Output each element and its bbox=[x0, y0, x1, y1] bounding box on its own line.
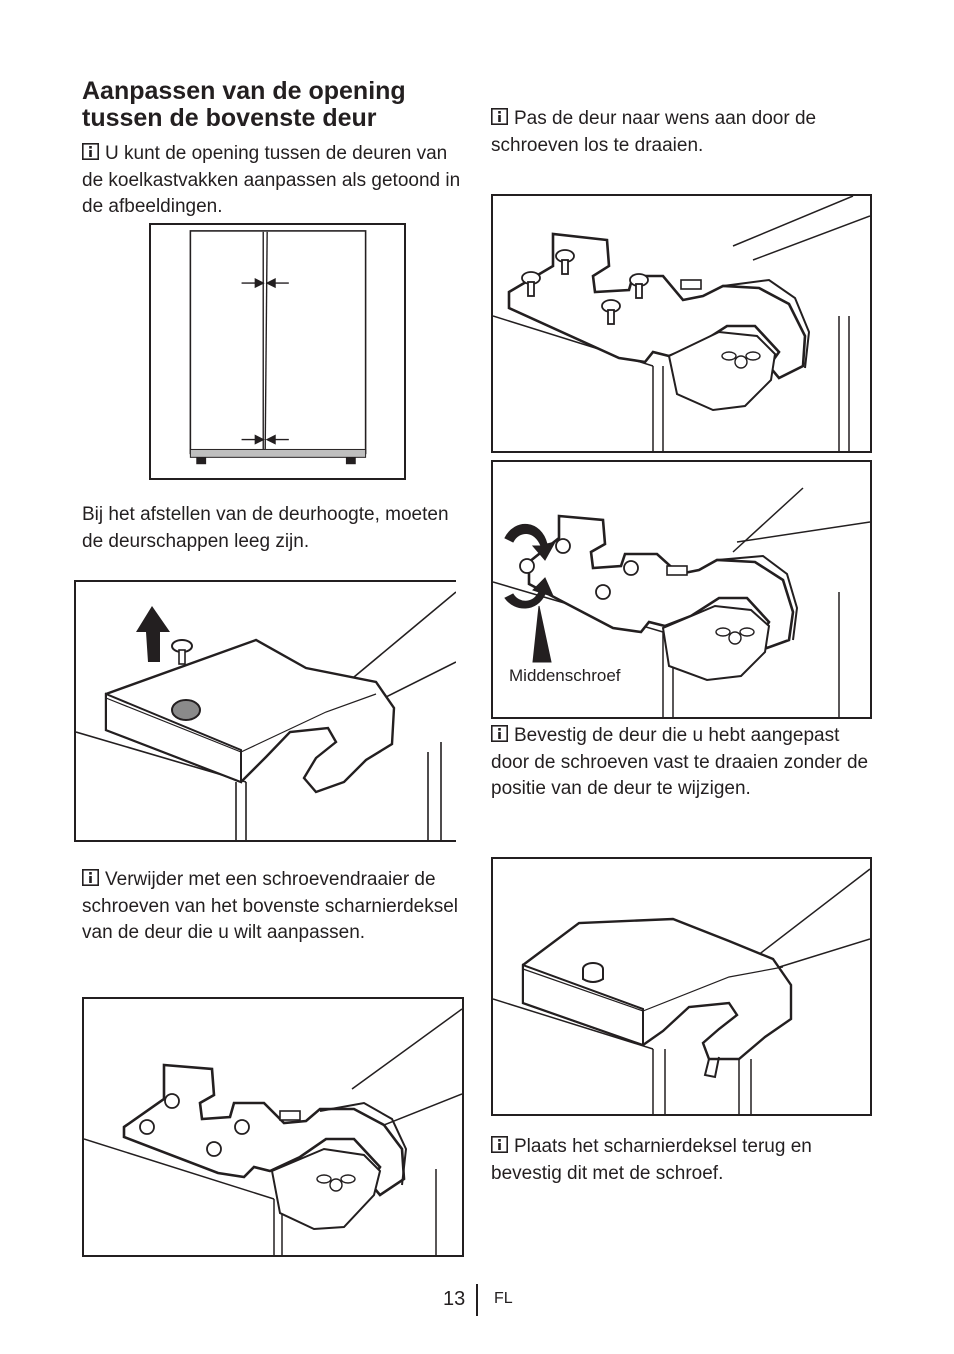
info-icon bbox=[491, 725, 508, 742]
wing-nut-icon bbox=[721, 351, 761, 369]
middle-screw-label: Middenschroef bbox=[507, 666, 623, 686]
middle-screw-illustration bbox=[493, 487, 870, 717]
loosen-screws-figure bbox=[491, 194, 872, 453]
hinge-plate-figure bbox=[82, 997, 464, 1257]
remove-screws-text: Verwijder met een schroevendraaier de sc… bbox=[82, 869, 459, 943]
info-icon bbox=[491, 1136, 508, 1153]
rotate-arrows-icon bbox=[504, 523, 556, 663]
adjust-text: Pas de deur naar wens aan door de schroe… bbox=[491, 108, 817, 156]
arrow-up-icon bbox=[136, 606, 170, 662]
replace-cover-illustration bbox=[493, 868, 870, 1114]
screw-icon bbox=[171, 639, 193, 665]
hinge-cover-figure bbox=[74, 580, 457, 842]
screw-icon bbox=[139, 1093, 250, 1157]
screw-icon bbox=[521, 249, 649, 325]
info-icon bbox=[82, 143, 99, 160]
replace-cover-text: Plaats het scharnierdeksel terug en beve… bbox=[491, 1136, 812, 1184]
info-icon bbox=[491, 108, 508, 125]
info-icon bbox=[82, 869, 99, 886]
page-number: 13 bbox=[443, 1288, 466, 1310]
adjust-paragraph: Pas de deur naar wens aan door de schroe… bbox=[491, 106, 871, 159]
footer-divider bbox=[476, 1284, 478, 1316]
fridge-illustration bbox=[189, 230, 367, 465]
replace-cover-paragraph: Plaats het scharnierdeksel terug en beve… bbox=[491, 1134, 873, 1187]
hinge-plate-illustration bbox=[84, 1008, 462, 1255]
intro-paragraph: U kunt de opening tussen de deuren van d… bbox=[82, 141, 462, 221]
fix-door-paragraph: Bevestig de deur die u hebt aangepast do… bbox=[491, 723, 873, 803]
wing-nut-icon bbox=[715, 627, 755, 645]
fix-door-text: Bevestig de deur die u hebt aangepast do… bbox=[491, 725, 869, 799]
fridge-gap-figure bbox=[149, 223, 406, 480]
gap-arrows-icon bbox=[241, 278, 289, 445]
wing-nut-icon bbox=[316, 1174, 356, 1192]
loosen-screws-illustration bbox=[493, 196, 870, 451]
door-height-note: Bij het afstellen van de deurhoogte, moe… bbox=[82, 504, 449, 552]
screw-icon bbox=[519, 538, 639, 600]
screw-icon bbox=[582, 962, 604, 983]
remove-screws-paragraph: Verwijder met een schroevendraaier de sc… bbox=[82, 867, 462, 947]
hinge-cover-illustration bbox=[75, 591, 457, 840]
page-heading: Aanpassen van de opening tussen de boven… bbox=[82, 77, 406, 132]
replace-cover-figure bbox=[491, 857, 872, 1116]
middle-screw-figure: Middenschroef bbox=[491, 460, 872, 719]
intro-text: U kunt de opening tussen de deuren van d… bbox=[82, 143, 461, 217]
language-code: FL bbox=[494, 1290, 513, 1307]
